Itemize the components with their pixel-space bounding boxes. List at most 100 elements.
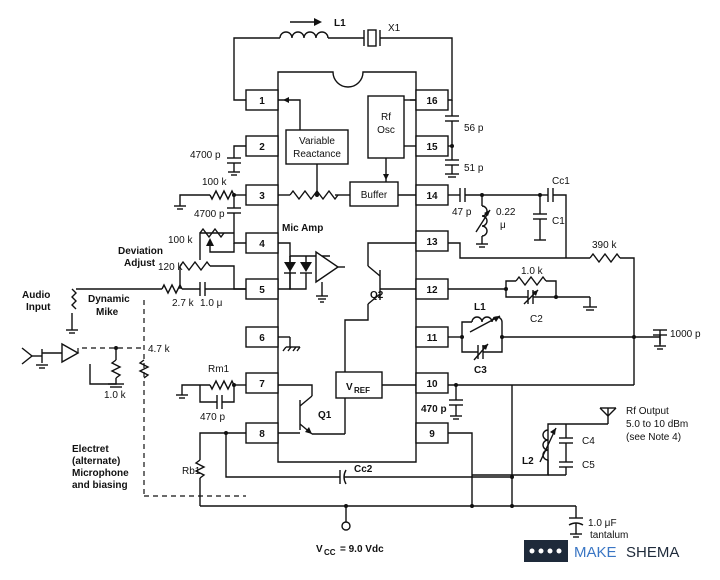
svg-text:56 p: 56 p	[464, 123, 484, 134]
pin6-ground	[278, 336, 301, 352]
svg-text:Audio: Audio	[22, 290, 50, 301]
svg-text:470 p: 470 p	[200, 412, 225, 423]
svg-text:390 k: 390 k	[592, 240, 617, 251]
pin-16-label: 16	[426, 96, 438, 107]
svg-text:Reactance: Reactance	[293, 149, 341, 160]
svg-text:5.0 to 10 dBm: 5.0 to 10 dBm	[626, 419, 688, 430]
svg-text:REF: REF	[354, 386, 370, 395]
pin5-input: 120 k 2.7 k 1.0 μ	[76, 260, 246, 309]
svg-text:L1: L1	[474, 302, 486, 313]
svg-text:Input: Input	[26, 302, 51, 313]
svg-text:1.0 μF: 1.0 μF	[588, 518, 617, 529]
svg-text:4700 p: 4700 p	[190, 150, 221, 161]
pin8-base: Rb1 Cc2	[182, 385, 514, 506]
pin4-pot: 100 k Deviation Adjust	[118, 226, 246, 269]
internal-wiring	[278, 97, 416, 201]
svg-text:1.0 k: 1.0 k	[521, 266, 544, 277]
svg-text:47 p: 47 p	[452, 207, 472, 218]
ic-body	[277, 71, 417, 463]
pin-4-label: 4	[259, 239, 265, 250]
pin13-bias: 390 k	[448, 240, 635, 385]
supply-rail: 1.0 μF tantalum V CC = 9.0 Vdc	[200, 475, 628, 557]
svg-text:470 p: 470 p	[421, 404, 447, 415]
electret-section: 4.7 k 1.0 k Electret (alternate) Microph…	[21, 300, 246, 497]
watermark-text-shema: SHEMA	[626, 544, 679, 561]
svg-text:Rf Output: Rf Output	[626, 406, 669, 417]
svg-text:= 9.0 Vdc: = 9.0 Vdc	[340, 544, 384, 555]
pin-9-label: 9	[429, 429, 435, 440]
rf-osc-block: Rf Osc	[367, 95, 405, 159]
svg-text:C2: C2	[530, 314, 543, 325]
watermark-logo: MAKE SHEMA	[524, 540, 679, 562]
svg-text:μ: μ	[500, 220, 506, 231]
vref-block: V REF	[335, 371, 383, 399]
svg-text:Deviation: Deviation	[118, 246, 163, 257]
pin7-emitter: Rm1 470 p	[176, 364, 246, 423]
svg-text:(alternate): (alternate)	[72, 456, 120, 467]
watermark-text-make: MAKE	[574, 544, 617, 561]
svg-text:Rm1: Rm1	[208, 364, 230, 375]
svg-text:1.0 k: 1.0 k	[104, 390, 127, 401]
inductor-l-top-label: L1	[334, 18, 346, 29]
svg-text:Mic Amp: Mic Amp	[282, 223, 323, 234]
mic-amp-section: Mic Amp	[278, 223, 345, 303]
svg-text:1.0 μ: 1.0 μ	[200, 298, 223, 309]
q1-transistor: Q1	[278, 384, 346, 435]
pin-11-label: 11	[427, 333, 438, 344]
svg-text:and biasing: and biasing	[72, 480, 128, 491]
crystal-x1-label: X1	[388, 23, 401, 34]
svg-text:Microphone: Microphone	[72, 468, 129, 479]
svg-text:0.22: 0.22	[496, 207, 516, 218]
svg-text:100 k: 100 k	[168, 235, 193, 246]
svg-text:Variable: Variable	[299, 136, 335, 147]
pin-15-label: 15	[426, 142, 438, 153]
svg-text:120 k: 120 k	[158, 262, 183, 273]
svg-text:(see Note 4): (see Note 4)	[626, 432, 681, 443]
pin-8-label: 8	[259, 429, 265, 440]
pin-5-label: 5	[259, 285, 265, 296]
pin2-cap: 4700 p	[190, 145, 246, 176]
svg-text:Buffer: Buffer	[361, 190, 388, 201]
svg-text:C4: C4	[582, 436, 595, 447]
q2-transistor: Q2	[344, 242, 416, 386]
svg-text:C1: C1	[552, 216, 565, 227]
pin-10-label: 10	[426, 379, 438, 390]
svg-text:Mike: Mike	[96, 307, 119, 318]
svg-text:4.7 k: 4.7 k	[148, 344, 171, 355]
svg-text:C3: C3	[474, 365, 487, 376]
pin3-network: 100 k 4700 p	[174, 177, 246, 226]
svg-text:Q1: Q1	[318, 410, 332, 421]
svg-text:C5: C5	[582, 460, 595, 471]
svg-text:Q2: Q2	[370, 290, 384, 301]
svg-text:2.7 k: 2.7 k	[172, 298, 195, 309]
svg-text:100 k: 100 k	[202, 177, 227, 188]
right-caps-56-51: 56 p 51 p	[445, 100, 484, 178]
svg-text:4700 p: 4700 p	[194, 209, 225, 220]
ic-right-pins	[415, 89, 449, 444]
pin-1-label: 1	[259, 96, 265, 107]
svg-text:Rb1: Rb1	[182, 466, 201, 477]
pin12-network: 1.0 k C2	[448, 266, 597, 325]
svg-text:Cc2: Cc2	[354, 464, 373, 475]
pin-12-label: 12	[426, 285, 438, 296]
pin-2-label: 2	[259, 142, 265, 153]
pin14-tank: 47 p 0.22 μ C1 Cc1	[448, 176, 570, 258]
buffer-block: Buffer	[349, 181, 399, 207]
top-feedback: L1 X1	[233, 18, 453, 101]
svg-text:51 p: 51 p	[464, 163, 484, 174]
svg-text:CC: CC	[324, 548, 336, 557]
pin10-vref: 470 p	[421, 383, 634, 420]
svg-text:Rf: Rf	[381, 112, 391, 123]
svg-text:L2: L2	[522, 456, 534, 467]
svg-text:Osc: Osc	[377, 125, 395, 136]
audio-input-mic: Audio Input Dynamic Mike	[22, 288, 130, 334]
svg-text:1000 p: 1000 p	[670, 329, 701, 340]
pin11-tank: L1 C3 1000 p	[448, 302, 701, 376]
pin-3-label: 3	[259, 191, 265, 202]
svg-text:Dynamic: Dynamic	[88, 294, 130, 305]
svg-text:Adjust: Adjust	[124, 258, 156, 269]
variable-reactance-block: Variable Reactance	[285, 129, 349, 165]
pin-14-label: 14	[426, 191, 438, 202]
svg-text:tantalum: tantalum	[590, 530, 628, 541]
